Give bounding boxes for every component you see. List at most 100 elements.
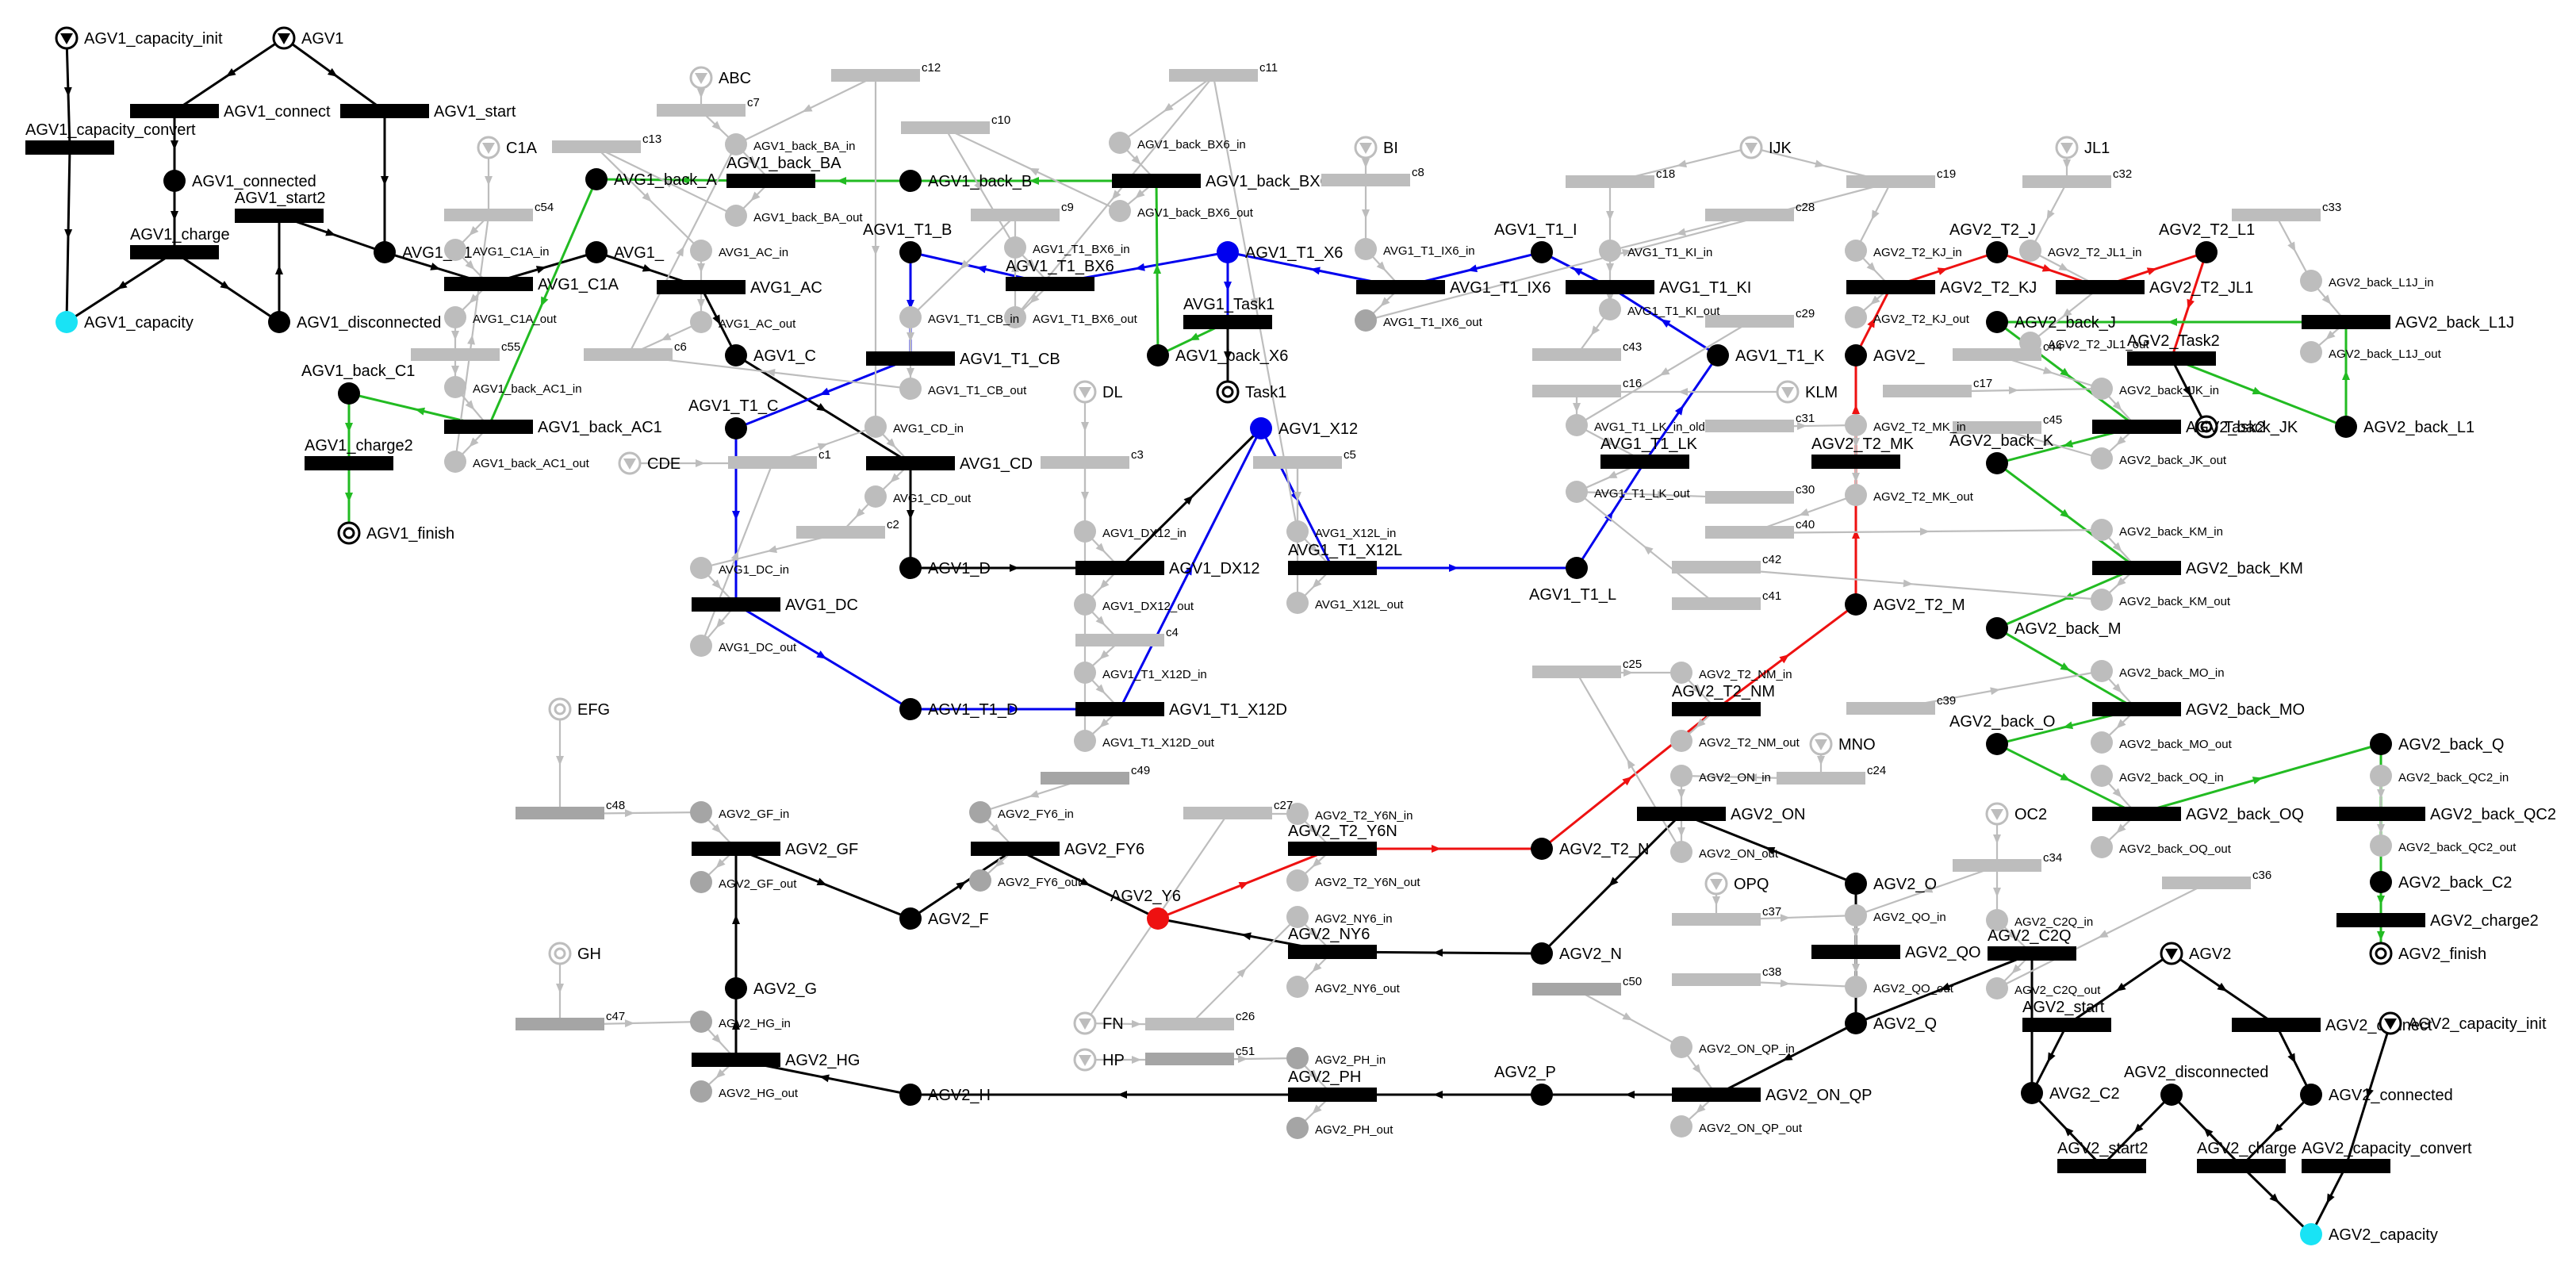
arc-arrowhead (1131, 1019, 1141, 1028)
label-AGV2_back_MO_in: AGV2_back_MO_in (2119, 666, 2225, 680)
label-AVG1_T1_IX6: AVG1_T1_IX6 (1450, 279, 1551, 297)
label-AGV1_back_AC1_in: AGV1_back_AC1_in (473, 382, 582, 396)
transition-c6: c6 (584, 340, 687, 361)
place-AVG1_C1A_out: AVG1_C1A_out (444, 306, 557, 328)
arc-arrowhead (1814, 159, 1825, 168)
arc-arrowhead (327, 67, 338, 77)
transition-AGV2_back_QC2: AGV2_back_QC2 (2336, 806, 2556, 823)
arc-arrowhead (2217, 982, 2228, 992)
arc-arrowhead (1678, 388, 1688, 396)
label-AGV2_back_QC2: AGV2_back_QC2 (2430, 806, 2556, 823)
place-AGV2_G: AGV2_G (725, 977, 817, 999)
arc-arrowhead (2047, 1052, 2056, 1063)
arc-arrowhead (1677, 827, 1685, 837)
arc-arrowhead (430, 263, 441, 270)
label-c30: c30 (1796, 483, 1815, 497)
place-AGV1_T1_X12D_in: AGV1_T1_X12D_in (1074, 662, 1207, 684)
arc-arrowhead (325, 228, 336, 236)
arc-arrowhead (1312, 857, 1322, 868)
label-AGV2_ON_in: AGV2_ON_in (1699, 771, 1771, 785)
arc-arrowhead (1799, 508, 1810, 516)
place-AVG1_CD_in: AVG1_CD_in (864, 416, 964, 438)
transition-c27: c27 (1183, 799, 1293, 819)
label-AGV2_C2Q_in: AGV2_C2Q_in (2014, 915, 2093, 929)
place-AGV2_T2_MK_in: AGV2_T2_MK_in (1845, 414, 1966, 436)
arc-arrowhead (1131, 155, 1141, 165)
transition-c25: c25 (1532, 658, 1642, 678)
label-AGV1_D: AGV1_D (928, 560, 991, 577)
place-AGV2_connected: AGV2_connected (2300, 1084, 2453, 1106)
transition-AGV2_Task2: AGV2_Task2 (2127, 332, 2220, 366)
arc-arrowhead (1677, 159, 1687, 168)
arc-arrowhead (2060, 662, 2071, 671)
arc-arrowhead (2115, 982, 2126, 992)
arc-arrowhead (2042, 366, 2053, 374)
place-AGV1_T1_B: AGV1_T1_B (863, 221, 952, 263)
transition-AGV1_back_AC1: AGV1_back_AC1 (444, 419, 662, 436)
arc-arrowhead (1095, 684, 1106, 694)
arc-arrowhead (1852, 964, 1860, 973)
transition-AGV2_start2: AGV2_start2 (2057, 1140, 2149, 1173)
place-AGV2_Q: AGV2_Q (1845, 1012, 1937, 1034)
place-AGV1_back_AC1_out: AGV1_back_AC1_out (444, 451, 590, 473)
label-c2: c2 (887, 518, 899, 531)
label-AGV2_back_M: AGV2_back_M (2014, 620, 2122, 638)
transition-c17: c17 (1883, 377, 1992, 397)
arc-arrowhead (1025, 259, 1036, 269)
transition-c43: c43 (1532, 340, 1642, 361)
arc-arrowhead (1627, 758, 1635, 769)
place-AVG1_T1_LK_out: AVG1_T1_LK_out (1566, 481, 1690, 503)
sink-GH: GH (548, 942, 601, 965)
label-AVG1_back_A: AVG1_back_A (614, 171, 717, 189)
transition-c29: c29 (1705, 307, 1815, 328)
transition-AGV1_T1_X12D: AGV1_T1_X12D (1075, 701, 1287, 719)
transition-c24: c24 (1777, 764, 1886, 785)
label-AGV2_charge: AGV2_charge (2197, 1140, 2297, 1157)
place-AGV1_A: AVG1_ (585, 241, 665, 263)
label-AGV1_back_B: AGV1_back_B (928, 173, 1032, 190)
label-GH: GH (577, 946, 601, 963)
arc-arrowhead (1099, 718, 1110, 728)
arc-arrowhead (711, 823, 722, 834)
label-c6: c6 (674, 340, 687, 354)
source-FN: FN (1073, 1011, 1124, 1035)
transition-AGV1_start: AGV1_start (340, 103, 516, 121)
label-AGV2_T2_JL1: AGV2_T2_JL1 (2149, 279, 2253, 297)
label-EFG: EFG (577, 701, 610, 719)
transition-AGV2_ON: AGV2_ON (1637, 806, 1805, 823)
arc-arrowhead (712, 314, 721, 325)
arc-arrowhead (816, 877, 827, 886)
place-AGV1_T1_X12D_out: AGV1_T1_X12D_out (1074, 730, 1215, 752)
label-c13: c13 (642, 132, 661, 146)
transition-c50: c50 (1532, 975, 1642, 996)
arc-arrowhead (2098, 930, 2109, 938)
label-AGV2_back_Q: AGV2_back_Q (2398, 736, 2504, 754)
place-AGV2_back_KM_out: AGV2_back_KM_out (2091, 589, 2231, 611)
label-AGV1_start2: AGV1_start2 (235, 190, 326, 207)
place-AGV1_T1_CB_in: AGV1_T1_CB_in (899, 306, 1019, 328)
arc-arrowhead (802, 104, 813, 113)
transition-c34: c34 (1953, 851, 2062, 872)
arc-arrowhead (1153, 264, 1162, 274)
label-MNO: MNO (1838, 736, 1876, 754)
place-AGV2_NY6_in: AGV2_NY6_in (1286, 906, 1393, 928)
place-AGV2_back_L1J_out: AGV2_back_L1J_out (2300, 341, 2442, 363)
place-AGV2_Y6: AGV2_Y6 (1110, 888, 1181, 930)
arc-arrowhead (2326, 1193, 2335, 1204)
place-AGV2_back_Q: AGV2_back_Q (2370, 733, 2504, 755)
arc-arrowhead (1432, 845, 1441, 853)
label-AGV2_NY6: AGV2_NY6 (1288, 926, 1370, 943)
arc-arrowhead (642, 264, 653, 272)
arc-arrowhead (730, 551, 739, 562)
label-AGV2_ON_QP_in: AGV2_ON_QP_in (1699, 1042, 1795, 1056)
transition-AGV2_ON_QP: AGV2_ON_QP (1672, 1087, 1873, 1104)
arc-arrowhead (2112, 401, 2122, 411)
place-AGV1_T1_C: AGV1_T1_C (688, 397, 778, 439)
arc-arrowhead (2011, 964, 2022, 974)
arc-arrowhead (715, 1068, 726, 1079)
transition-AGV2_connect: AGV2_connect (2232, 1017, 2432, 1034)
arc-arrowhead (2007, 930, 2018, 940)
label-c45: c45 (2043, 413, 2062, 427)
arc-arrowhead (2064, 1126, 2074, 1137)
label-AVG1_C1A_in: AVG1_C1A_in (473, 245, 549, 259)
